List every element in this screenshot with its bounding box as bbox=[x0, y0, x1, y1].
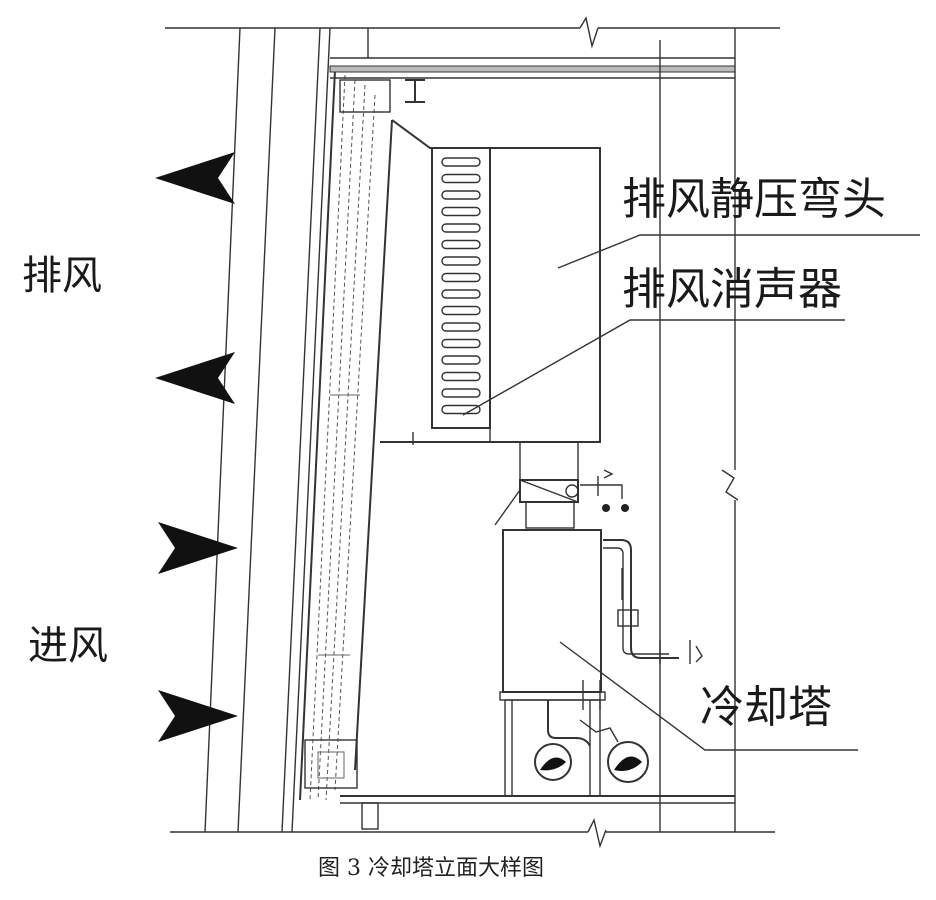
exhaust-arrows bbox=[155, 152, 235, 404]
intake-arrows bbox=[158, 522, 238, 742]
silencer-slot bbox=[441, 404, 481, 415]
silencer-slot bbox=[441, 272, 481, 283]
silencer-slot bbox=[441, 388, 481, 398]
silencer-slot bbox=[441, 355, 481, 365]
label-intake: 进风 bbox=[28, 623, 108, 669]
facade-wall bbox=[204, 27, 331, 833]
floor-slab bbox=[340, 795, 735, 830]
silencer-slot bbox=[441, 239, 481, 250]
arrow-right-icon bbox=[158, 690, 238, 742]
leader-lines bbox=[462, 234, 920, 751]
silencer-slot bbox=[441, 256, 481, 266]
arrow-left-icon bbox=[155, 352, 235, 404]
silencer-slot bbox=[441, 371, 481, 382]
duct-neck bbox=[519, 441, 629, 529]
silencer-slot bbox=[441, 289, 481, 299]
label-exhaust-silencer: 排风消声器 bbox=[622, 264, 842, 315]
figure-caption: 图 3 冷却塔立面大样图 bbox=[318, 856, 544, 881]
boundary-lines bbox=[165, 16, 780, 849]
exhaust-silencer bbox=[431, 147, 491, 429]
silencer-slot bbox=[441, 322, 481, 332]
right-structure bbox=[367, 28, 739, 832]
label-exhaust-elbow: 排风静压弯头 bbox=[622, 174, 886, 225]
silencer-slot bbox=[441, 173, 481, 184]
silencer-slot bbox=[441, 206, 481, 217]
louver-grille bbox=[299, 69, 393, 801]
silencer-slot bbox=[441, 338, 481, 349]
label-cooling-tower: 冷却塔 bbox=[700, 682, 832, 733]
silencer-slot bbox=[441, 157, 481, 167]
arrow-right-icon bbox=[158, 522, 238, 574]
cooling-tower-body bbox=[499, 529, 703, 797]
silencer-slot bbox=[441, 190, 481, 200]
top-slab bbox=[329, 57, 736, 113]
label-exhaust: 排风 bbox=[22, 253, 102, 299]
arrow-left-icon bbox=[155, 152, 235, 204]
silencer-slot bbox=[441, 305, 481, 316]
silencer-slot bbox=[441, 223, 481, 233]
